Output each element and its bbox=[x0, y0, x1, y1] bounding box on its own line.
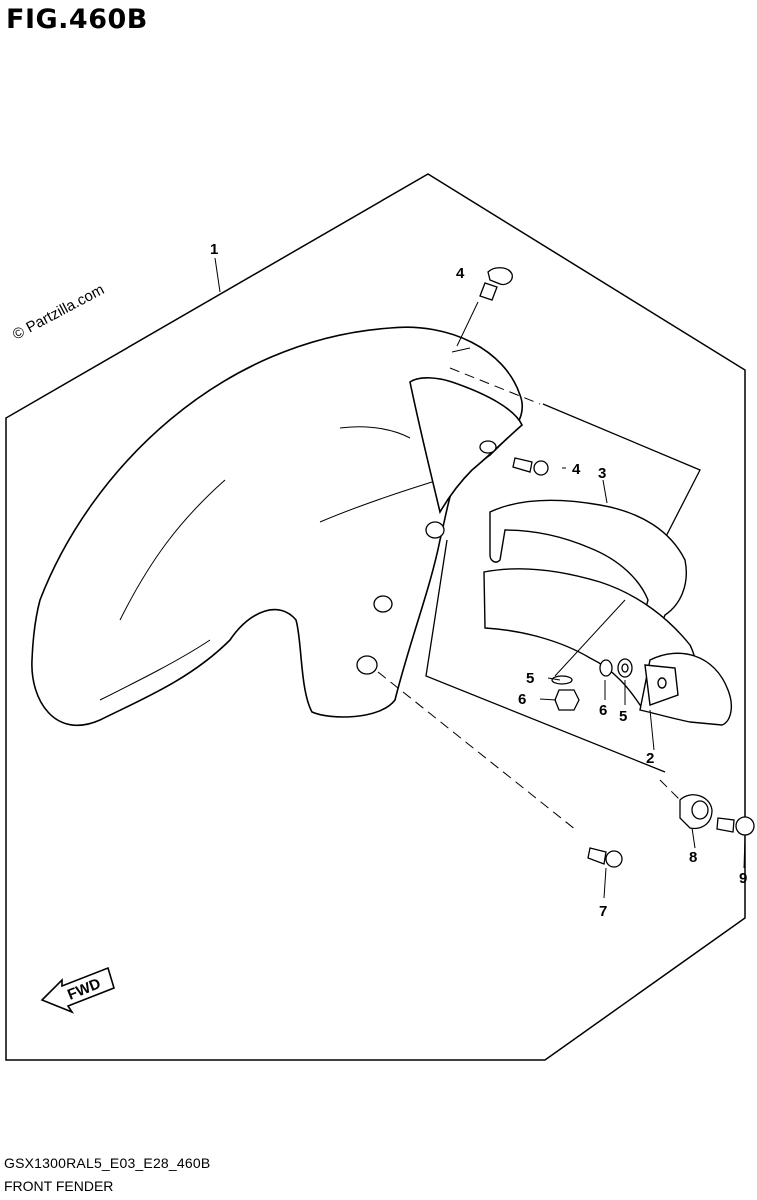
callout-6-left: 6 bbox=[518, 691, 526, 708]
subassembly-boundary bbox=[542, 403, 701, 553]
callout-8: 8 bbox=[689, 849, 697, 866]
dashed-assembly-lines bbox=[377, 367, 681, 831]
callout-3: 3 bbox=[598, 465, 606, 482]
screw-7 bbox=[587, 847, 623, 868]
callout-4-side: 4 bbox=[572, 461, 581, 478]
grommet-8 bbox=[679, 794, 713, 830]
subassembly-boundary-lower bbox=[425, 539, 666, 773]
washer-5 bbox=[551, 658, 633, 685]
callout-2: 2 bbox=[646, 750, 654, 767]
watermark: © Partzilla.com bbox=[10, 281, 107, 343]
figure-title: FIG.460B bbox=[6, 4, 148, 35]
fender-mount-holes bbox=[356, 440, 497, 675]
bolt-4-side bbox=[512, 457, 549, 476]
bolt-9 bbox=[716, 816, 755, 836]
callout-1: 1 bbox=[210, 241, 218, 258]
callout-7: 7 bbox=[599, 903, 607, 920]
section-name: FRONT FENDER bbox=[4, 1178, 114, 1194]
rear-piece-part bbox=[639, 652, 732, 726]
callout-4-top: 4 bbox=[456, 265, 465, 282]
front-fender-part bbox=[31, 326, 523, 727]
model-code: GSX1300RAL5_E03_E28_460B bbox=[4, 1155, 211, 1171]
nut-6 bbox=[554, 659, 613, 711]
fender-contours bbox=[99, 347, 471, 701]
callout-6-right: 6 bbox=[599, 702, 607, 719]
fwd-arrow-icon: FWD bbox=[40, 966, 115, 1014]
callout-5-left: 5 bbox=[526, 670, 534, 687]
assembly-boundary bbox=[5, 173, 746, 1061]
leader-lines bbox=[214, 257, 746, 899]
bolt-4-top bbox=[479, 267, 513, 301]
callout-5-right: 5 bbox=[619, 708, 627, 725]
callout-9: 9 bbox=[739, 870, 747, 887]
